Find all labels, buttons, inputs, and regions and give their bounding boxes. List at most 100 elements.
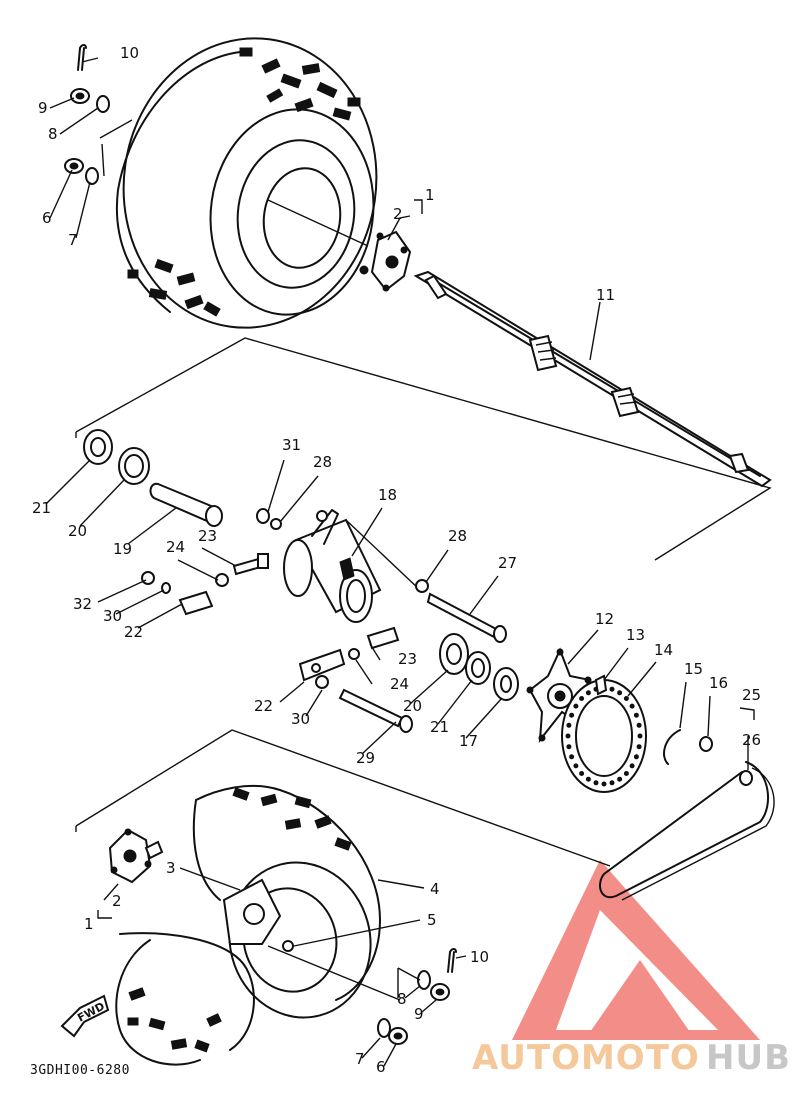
forward-direction-icon: FWD	[60, 994, 110, 1038]
watermark-triangle-icon	[512, 860, 760, 1040]
sprocket-tooth	[585, 690, 591, 696]
sprocket-tooth	[565, 733, 571, 739]
callout-c9b: 9	[414, 1005, 424, 1023]
callout-c6a: 6	[42, 209, 52, 227]
upper-fasteners-left	[64, 44, 133, 185]
callout-c19: 19	[113, 540, 132, 558]
watermark-logo: AUTOMOTO HUB	[472, 860, 791, 1078]
sprocket-tooth	[609, 780, 615, 786]
sprocket-tooth	[585, 776, 591, 782]
callout-c28a: 28	[313, 453, 332, 471]
callout-c20b: 20	[403, 697, 422, 715]
axle-housing	[283, 509, 421, 623]
callout-c10b: 10	[470, 948, 489, 966]
callout-c8b: 8	[397, 990, 407, 1008]
sprocket-tooth	[629, 703, 635, 709]
callout-c26: 26	[742, 731, 761, 749]
drive-chain	[599, 761, 775, 901]
callout-c11: 11	[596, 286, 615, 304]
sprocket-tooth	[636, 744, 642, 750]
sprocket-tooth	[617, 690, 623, 696]
callout-c30b: 30	[291, 710, 310, 728]
callout-c29: 29	[356, 749, 375, 767]
sprocket-tooth	[569, 712, 575, 718]
callout-c23b: 23	[398, 650, 417, 668]
callout-c10a: 10	[120, 44, 139, 62]
sprocket-tooth	[601, 781, 607, 787]
callout-c24a: 24	[166, 538, 185, 556]
callout-c2b: 2	[112, 892, 122, 910]
callout-c18: 18	[378, 486, 397, 504]
leader-lines	[45, 57, 755, 1067]
callout-c12: 12	[595, 610, 614, 628]
callout-c16: 16	[709, 674, 728, 692]
callout-c20a: 20	[68, 522, 87, 540]
lower-clamp-parts	[298, 626, 413, 733]
assembly-outline-lower	[75, 729, 611, 867]
lower-tire	[115, 784, 381, 1066]
callout-c17: 17	[459, 732, 478, 750]
watermark-text-a: AUTOMOTO	[472, 1038, 700, 1078]
callout-labels: 1210986711312818212019232428273230221213…	[32, 44, 761, 1076]
sprocket-tooth	[609, 686, 615, 692]
sprocket-tooth	[569, 754, 575, 760]
sprocket-nuts	[663, 729, 713, 765]
callout-c21b: 21	[430, 718, 449, 736]
callout-c22b: 22	[254, 697, 273, 715]
axle-centerline	[267, 199, 369, 247]
callout-c21a: 21	[32, 499, 51, 517]
callout-c13: 13	[626, 626, 645, 644]
callout-c9a: 9	[38, 99, 48, 117]
callout-c25: 25	[742, 686, 761, 704]
callout-c15: 15	[684, 660, 703, 678]
upper-tire	[115, 37, 378, 329]
sprocket-tooth	[573, 763, 579, 769]
callout-c14: 14	[654, 641, 673, 659]
sprocket-tooth	[593, 780, 599, 786]
drive-sprocket	[561, 674, 647, 793]
sprocket-tooth	[566, 744, 572, 750]
callout-c1: 1	[425, 186, 435, 204]
callout-c28b: 28	[448, 527, 467, 545]
callout-c8a: 8	[48, 125, 58, 143]
callout-c7a: 7	[68, 231, 78, 249]
callout-c5: 5	[427, 911, 437, 929]
sprocket-tooth	[623, 696, 629, 701]
callout-c30a: 30	[103, 607, 122, 625]
sprocket-tooth	[623, 771, 629, 776]
callout-c3: 3	[166, 859, 176, 877]
callout-c1b: 1	[84, 915, 94, 933]
sprocket-tooth	[636, 722, 642, 728]
callout-c27: 27	[498, 554, 517, 572]
tire-tread-blocks	[127, 787, 352, 1053]
drawing-code: 3GDHI00-6280	[30, 1063, 130, 1078]
callout-c2: 2	[393, 205, 403, 223]
sprocket-tooth	[629, 763, 635, 769]
callout-c24b: 24	[390, 675, 409, 693]
sprocket-tooth	[566, 722, 572, 728]
upper-hub	[359, 230, 412, 292]
lower-fasteners-right	[267, 945, 457, 1045]
sprocket-tooth	[579, 696, 585, 701]
callout-c31: 31	[282, 436, 301, 454]
sprocket-tooth	[573, 703, 579, 709]
left-bearing-set	[83, 429, 223, 527]
callout-c4: 4	[430, 880, 440, 898]
tire-tread-blocks	[127, 47, 361, 317]
callout-c32: 32	[73, 595, 92, 613]
right-bearing-set	[439, 633, 519, 701]
callout-c7b: 7	[355, 1050, 365, 1068]
callout-c23a: 23	[198, 527, 217, 545]
rear-axle-shaft	[413, 270, 772, 488]
housing-fasteners	[141, 508, 507, 643]
sprocket-tooth	[579, 771, 585, 776]
sprocket-tooth	[617, 776, 623, 782]
callout-c6b: 6	[376, 1058, 386, 1076]
sprocket-tooth	[633, 754, 639, 760]
watermark-text-b: HUB	[706, 1038, 791, 1078]
sprocket-tooth	[633, 712, 639, 718]
callout-c22a: 22	[124, 623, 143, 641]
assembly-outline-upper	[75, 337, 772, 561]
